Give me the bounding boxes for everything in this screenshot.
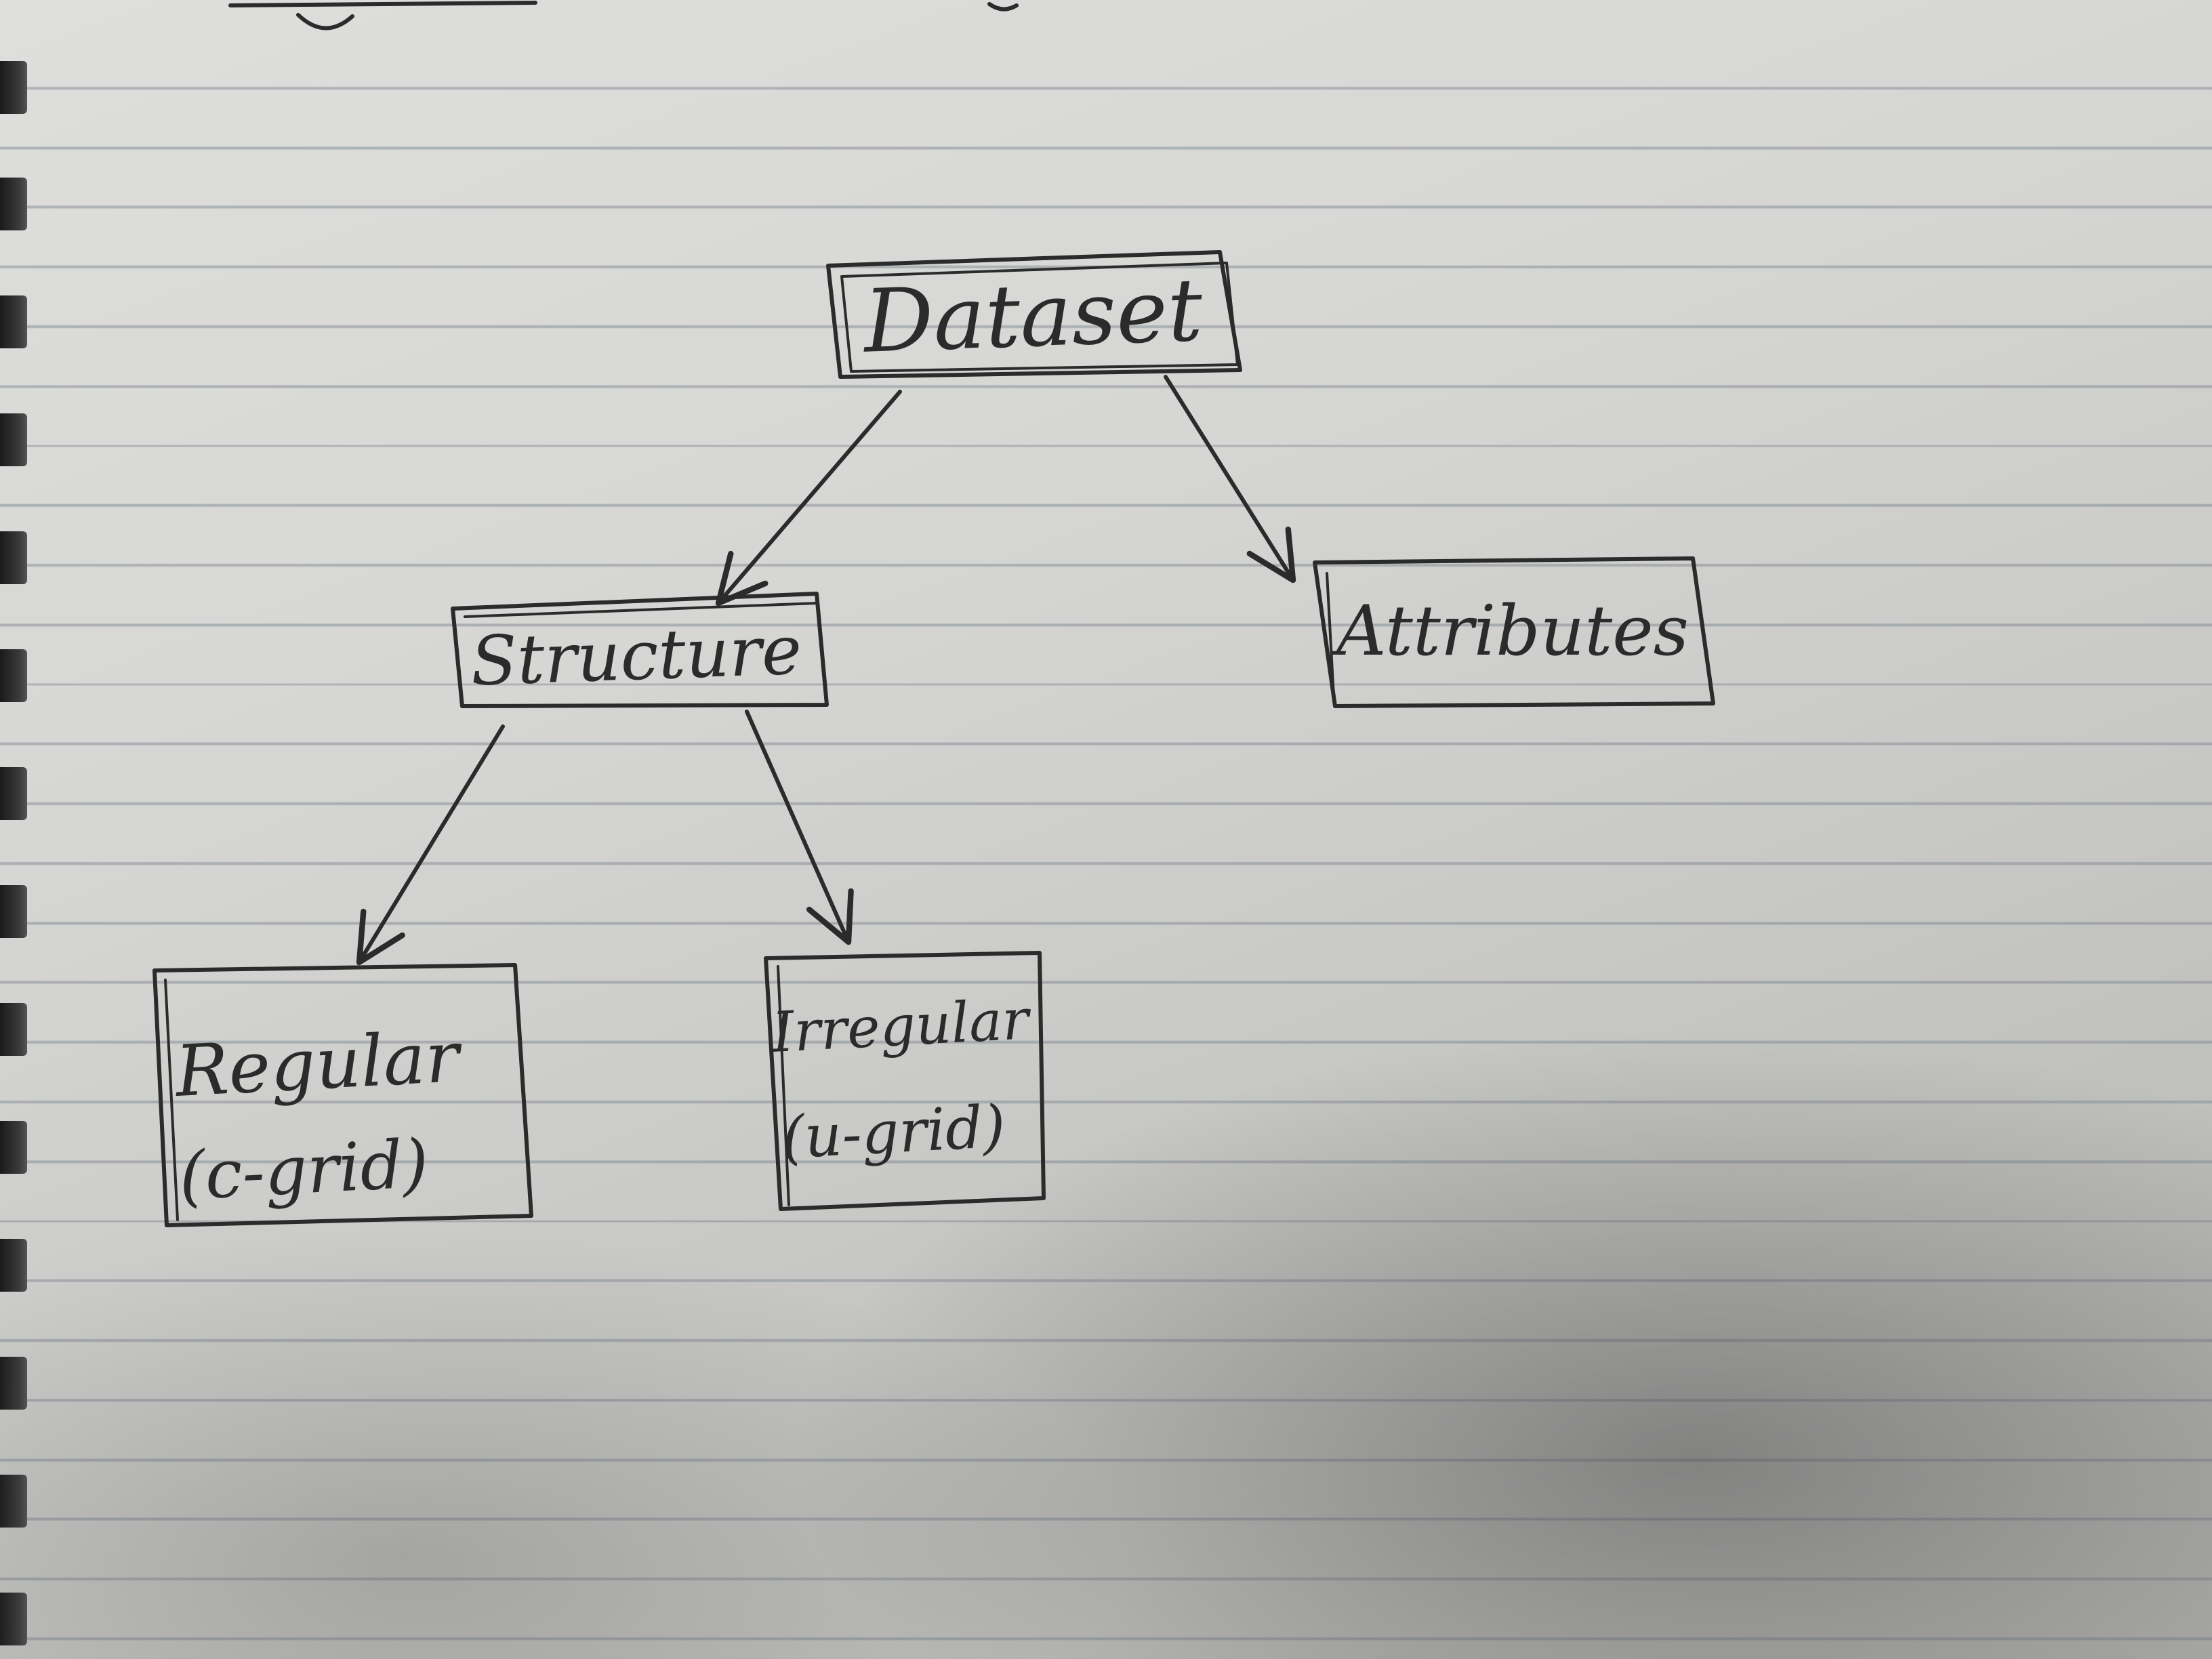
spiral-ring: [0, 178, 27, 230]
spiral-ring: [0, 1121, 27, 1174]
arrow-dataset-to-attributes: [1164, 375, 1296, 583]
irregular-box: [764, 951, 1046, 1211]
dataset-label: Dataset: [861, 260, 1204, 372]
spiral-ring: [0, 531, 27, 584]
spiral-ring: [0, 1357, 27, 1410]
spiral-ring: [0, 767, 27, 820]
regular-label-line2: (c-grid): [177, 1125, 430, 1215]
spiral-ring: [0, 295, 27, 348]
spiral-ring: [0, 649, 27, 702]
spiral-ring: [0, 413, 27, 466]
structure-label: Structure: [470, 611, 803, 701]
spiral-ring: [0, 1593, 27, 1645]
spiral-ring: [0, 1475, 27, 1528]
arrow-dataset-to-structure: [715, 390, 902, 607]
spiral-ring: [0, 1003, 27, 1056]
regular-box: [152, 963, 533, 1227]
irregular-label-line2: (u-grid): [780, 1092, 1007, 1172]
arrow-structure-to-irregular: [745, 710, 854, 945]
spiral-ring: [0, 885, 27, 938]
spiral-ring: [0, 1239, 27, 1292]
attributes-label: Attributes: [1331, 591, 1689, 672]
previous-writing-fragment: [228, 1, 1019, 30]
arrow-structure-to-regular: [356, 724, 505, 966]
regular-label-line1: Regular: [172, 1015, 464, 1113]
spiral-ring: [0, 61, 27, 114]
irregular-label-line1: Irregular: [769, 987, 1033, 1065]
attributes-box: [1313, 556, 1715, 708]
dataset-box: [826, 250, 1242, 379]
